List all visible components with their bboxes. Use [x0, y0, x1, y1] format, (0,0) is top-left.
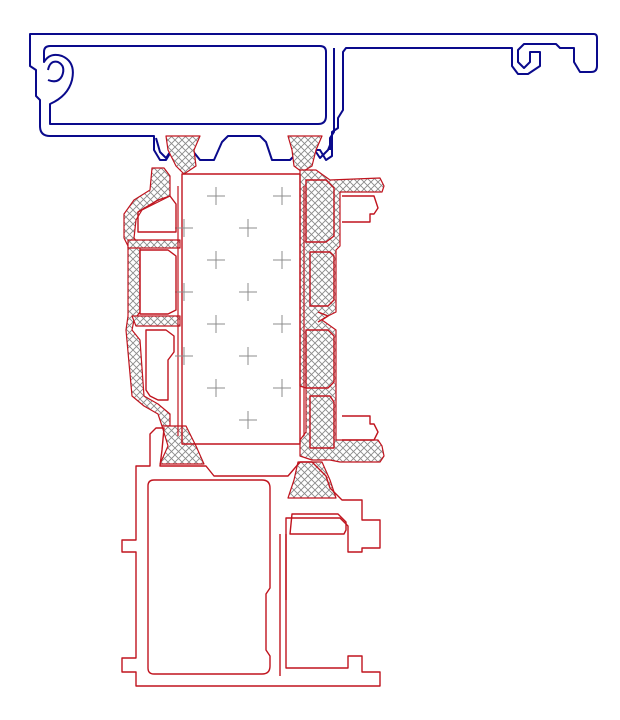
- thermal-break-bottom-right: [287, 461, 337, 499]
- thermal-break-left-web-2: [131, 315, 181, 327]
- left-sash-profile: [137, 195, 177, 401]
- thermal-break-bottom-left: [159, 425, 205, 465]
- insulation-cross-mark: [207, 379, 225, 397]
- thermal-break-left-web-1: [127, 239, 181, 249]
- insulation-cross-mark: [273, 187, 291, 205]
- top-frame-outline: [29, 33, 598, 161]
- right-sash-chamber-1: [305, 179, 335, 243]
- bottom-frame-right-chamber: [289, 513, 347, 535]
- glazing-panel-outline: [181, 173, 301, 445]
- right-sash-upper-flange: [342, 195, 379, 223]
- top-frame-hook-loop: [47, 60, 65, 83]
- thermal-break-top-left: [165, 135, 201, 175]
- insulation-cross-mark: [273, 251, 291, 269]
- thermal-break-top-right: [287, 135, 323, 173]
- insulation-cross-mark: [239, 219, 257, 237]
- right-sash-chamber-3: [305, 329, 335, 389]
- insulation-cross-marks: [175, 187, 291, 429]
- insulation-cross-mark: [207, 315, 225, 333]
- right-sash-chamber-2: [309, 251, 335, 307]
- thermal-break-left-sash: [123, 167, 171, 427]
- bottom-frame-outline: [121, 427, 381, 687]
- top-frame-inner-chamber: [43, 45, 327, 125]
- bottom-frame-left-chamber: [147, 479, 271, 675]
- left-sash-chamber-upper: [139, 249, 177, 315]
- insulation-cross-mark: [273, 315, 291, 333]
- bottom-frame-profile: [121, 427, 381, 687]
- right-sash-chamber-4: [309, 395, 335, 449]
- insulation-cross-mark: [207, 251, 225, 269]
- thermal-break-strips: [123, 135, 385, 499]
- insulation-cross-mark: [239, 411, 257, 429]
- insulation-cross-mark: [207, 187, 225, 205]
- right-sash-lower-flange: [342, 415, 379, 441]
- right-sash-inner-web: [317, 311, 329, 323]
- top-frame-right-wall: [329, 48, 335, 150]
- thermal-break-right-sash: [299, 169, 385, 463]
- left-sash-chamber-lower: [145, 329, 175, 401]
- insulation-cross-mark: [239, 347, 257, 365]
- right-sash-profile: [305, 179, 379, 449]
- glazing-panel: [175, 173, 305, 445]
- left-sash-chamber-top: [137, 195, 177, 233]
- insulation-cross-mark: [175, 219, 193, 237]
- insulation-cross-mark: [239, 283, 257, 301]
- insulation-cross-mark: [175, 283, 193, 301]
- insulation-cross-mark: [175, 347, 193, 365]
- insulation-cross-mark: [273, 379, 291, 397]
